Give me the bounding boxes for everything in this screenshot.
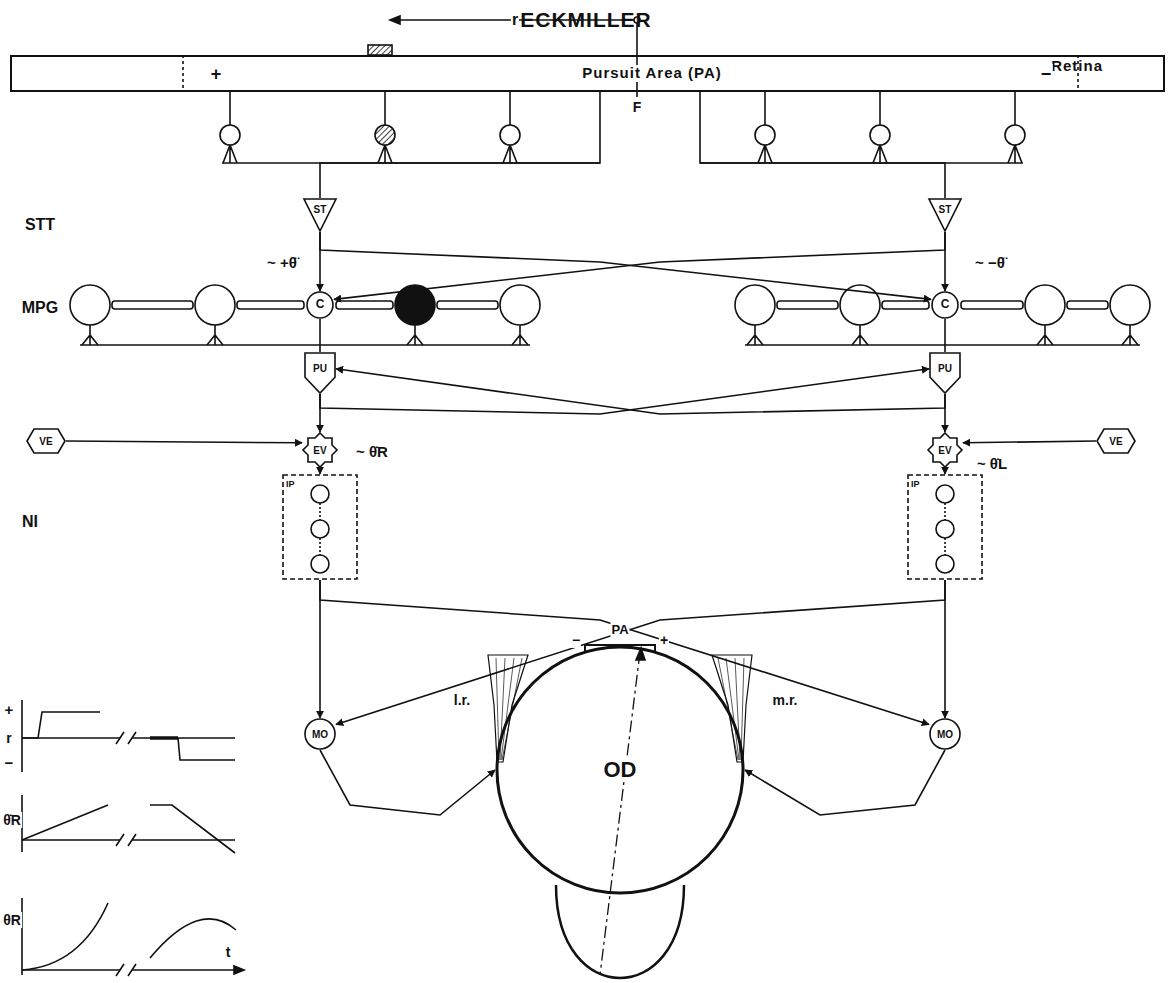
connector: [336, 369, 945, 414]
st-triangle-outline: [303, 198, 337, 232]
node-label: IP: [911, 480, 920, 490]
st-triangle: ST: [928, 198, 962, 232]
eye-globe: OD: [495, 645, 745, 895]
node-label: PU: [938, 363, 952, 374]
connector: [963, 441, 1096, 443]
node-label: OD: [601, 758, 640, 782]
ip-dashed-box: IP: [907, 474, 983, 580]
node-label: EV: [938, 445, 951, 456]
area-name: Pursuit Area (PA): [580, 65, 724, 82]
stage-name: STT: [24, 216, 56, 234]
connector: [334, 232, 945, 299]
signal-name: ~ +θ̈: [266, 254, 298, 271]
ip-dashed-box: IP: [282, 474, 358, 580]
connector: [944, 319, 946, 352]
muscle-name: m.r.: [772, 692, 799, 708]
title: ECKMILLER: [520, 8, 652, 32]
retina-band: Retina Pursuit Area (PA): [10, 55, 1165, 92]
node-label: ST: [314, 204, 327, 215]
st-triangle: ST: [303, 198, 337, 232]
ev-star: EV: [302, 432, 338, 468]
node-label: EV: [313, 445, 326, 456]
sign: +: [659, 632, 669, 648]
connector: [745, 750, 945, 815]
node-label: C: [941, 298, 950, 311]
axis-label: t: [225, 944, 232, 960]
neuron-circle: MO: [304, 718, 336, 750]
connector: [320, 369, 929, 414]
structure-name: Retina: [1051, 58, 1103, 75]
node-label: IP: [286, 480, 295, 490]
neuron-circle: C: [306, 291, 334, 319]
ve-hexagon: VE: [26, 428, 66, 454]
stage-name: MPG: [21, 299, 59, 317]
ev-star: EV: [927, 432, 963, 468]
node-label: C: [316, 298, 325, 311]
ip-dashed-box-outline: [907, 474, 983, 580]
stage-name: NI: [21, 513, 39, 531]
connector: [320, 92, 600, 198]
axis-label: θR: [2, 912, 22, 928]
axis-label: −: [4, 754, 15, 771]
signal-name: ~ θ̇L: [976, 455, 1008, 472]
connector: [336, 580, 945, 724]
connector: [319, 319, 321, 352]
pu-pentagon: PU: [929, 352, 961, 394]
axis-label: θ̇R: [2, 812, 22, 828]
connector: [700, 92, 945, 198]
connector: [66, 441, 302, 443]
connector: [319, 468, 321, 474]
sign: −: [1040, 64, 1053, 85]
node-label: ST: [939, 204, 952, 215]
sign: −: [571, 632, 581, 648]
muscle-name: l.r.: [453, 692, 471, 708]
node-label: VE: [39, 436, 52, 447]
signal-name: ~ θ̇R: [355, 443, 389, 460]
fovea-mark: F: [632, 99, 643, 115]
connector: [320, 580, 929, 724]
pu-pentagon: PU: [304, 352, 336, 394]
node-label: MO: [937, 729, 953, 740]
sign: +: [210, 64, 223, 85]
connector: [944, 468, 946, 474]
ip-dashed-box-outline: [282, 474, 358, 580]
distance-symbol: r: [511, 11, 519, 29]
connector: [320, 750, 495, 815]
st-triangle-outline: [928, 198, 962, 232]
node-label: VE: [1109, 436, 1122, 447]
axis-label: +: [4, 701, 15, 718]
neuron-circle: C: [931, 291, 959, 319]
signal-name: ~ −θ̈: [974, 254, 1006, 271]
ve-hexagon: VE: [1096, 428, 1136, 454]
node-label: MO: [312, 729, 328, 740]
area-name: PA: [610, 623, 629, 638]
neuron-circle: MO: [929, 718, 961, 750]
axis-label: r: [5, 730, 12, 746]
node-label: PU: [313, 363, 327, 374]
